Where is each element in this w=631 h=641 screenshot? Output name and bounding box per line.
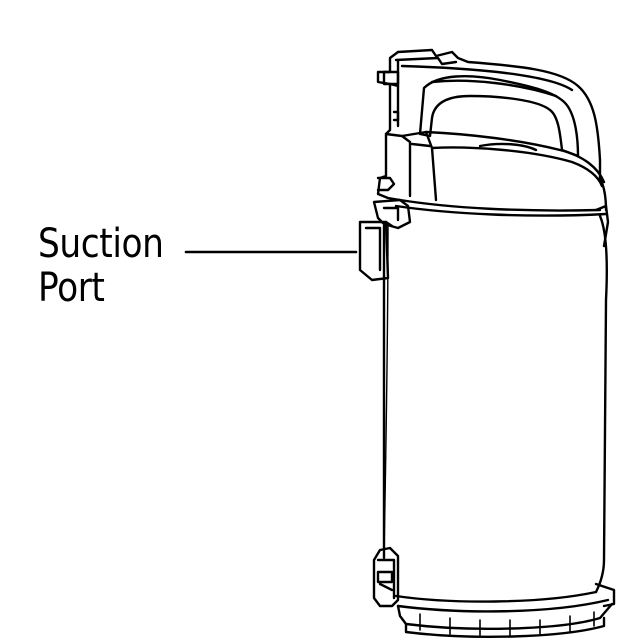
suction-port-label-line1: Suction: [38, 221, 164, 267]
handle-assembly: [376, 48, 610, 248]
canister-body: [382, 214, 608, 594]
suction-port-label: Suction Port: [38, 221, 164, 311]
suction-port-label-line2: Port: [38, 265, 105, 311]
canister-base: [394, 582, 616, 638]
suction-port: [358, 198, 412, 282]
bottom-latch: [372, 546, 400, 608]
